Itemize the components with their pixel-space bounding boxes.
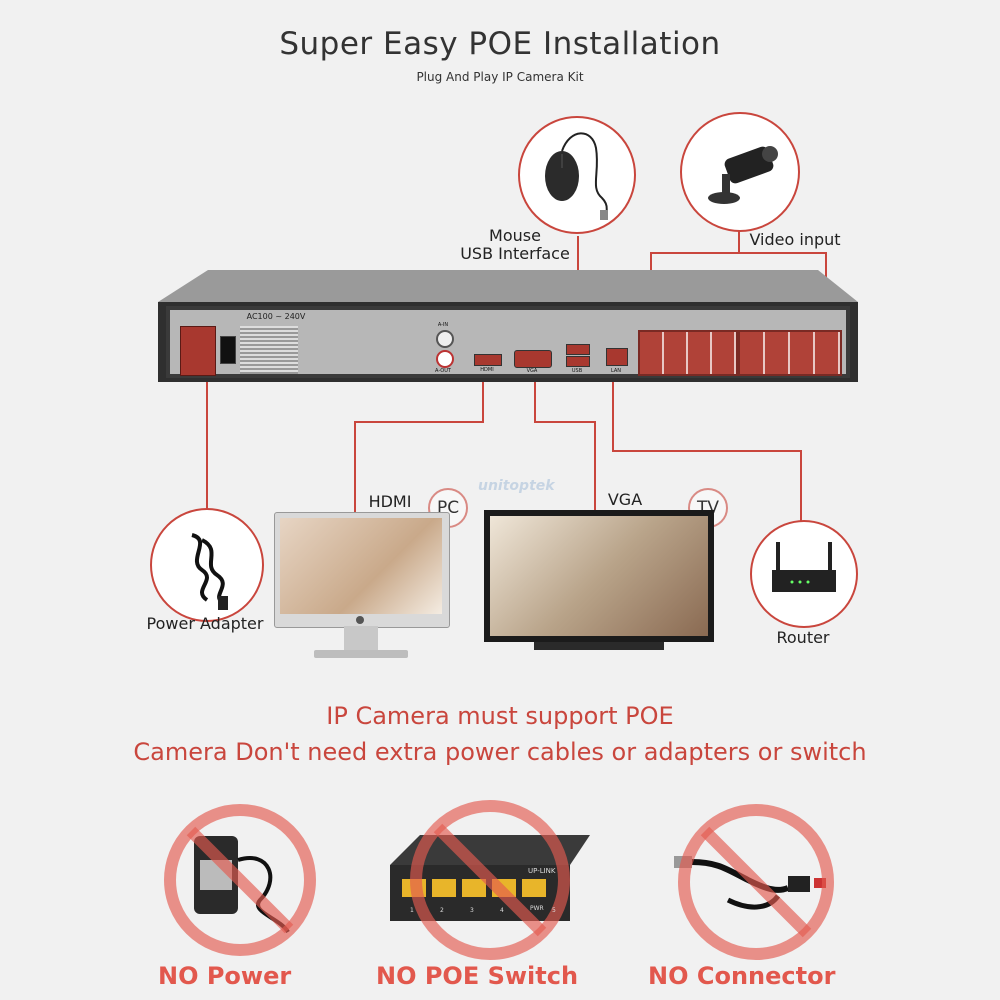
audio-out-text: A-OUT [435,368,451,374]
switch-port-number: 1 [410,907,414,914]
switch-port-number: 2 [440,907,444,914]
connector-line [354,421,484,423]
nvr-device: AC100 ~ 240V A-IN A-OUT HDMI VGA USB LAN [118,262,868,392]
connector-line [612,380,614,452]
power-switch [220,336,236,364]
power-socket [180,326,216,376]
mouse-image [518,116,636,234]
connector-line [612,450,802,452]
no-connector-label: NO Connector [648,962,836,990]
notice-line-2: Camera Don't need extra power cables or … [133,738,867,766]
router-image [750,520,858,628]
notice-line-1: IP Camera must support POE [326,702,674,730]
power-adapter-label: Power Adapter [146,614,264,633]
vga-label: VGA [607,490,643,509]
video-input-label: Video input [749,230,841,249]
poe-port-group [638,330,738,376]
power-rating-text: AC100 ~ 240V [246,312,306,321]
usb-interface-label: USB Interface [460,244,570,263]
switch-port-number: 3 [470,907,474,914]
fan-grille [240,326,298,374]
mouse-label: Mouse [489,226,541,245]
tv-set [484,510,714,656]
audio-in-port [436,330,454,348]
connector-line [534,378,536,423]
power-adapter-image [150,508,264,622]
poe-port-group [738,330,842,376]
audio-out-port [436,350,454,368]
page-title: Super Easy POE Installation [279,26,721,62]
hdmi-port [474,354,502,366]
hdmi-label: HDMI [368,492,412,511]
usb-port-text: USB [571,368,583,374]
connector-line [534,421,596,423]
brand-watermark: unitoptek [478,478,555,494]
pc-monitor [274,512,450,660]
connector-line [354,421,356,516]
usb-port [566,356,590,367]
no-poe-switch-image: UP-LINK PWR 1 2 3 4 5 [380,795,600,965]
tv-screen [490,516,708,636]
switch-uplink-text: UP-LINK [528,867,556,875]
connector-line [482,378,484,423]
vga-port [514,350,552,368]
no-power-adapter-image [160,800,320,960]
vga-port-text: VGA [526,368,538,374]
apple-icon [356,616,364,624]
pc-screen [280,518,442,614]
switch-port-number: 4 [500,907,504,914]
no-power-label: NO Power [158,962,292,990]
switch-pwr-text: PWR [530,905,544,912]
router-label: Router [776,628,830,647]
usb-port [566,344,590,355]
audio-in-text: A-IN [437,322,449,328]
connector-line [206,378,208,528]
hdmi-port-text: HDMI [480,367,494,373]
no-connector-image [668,800,844,960]
no-poe-switch-label: NO POE Switch [376,962,579,990]
camera-image [680,112,800,232]
connector-line [800,450,802,530]
switch-port-number: 5 [552,907,556,914]
connector-line [594,421,596,513]
connector-line [738,228,740,254]
page-subtitle: Plug And Play IP Camera Kit [416,70,584,84]
lan-port-text: LAN [610,368,622,374]
lan-port [606,348,628,366]
